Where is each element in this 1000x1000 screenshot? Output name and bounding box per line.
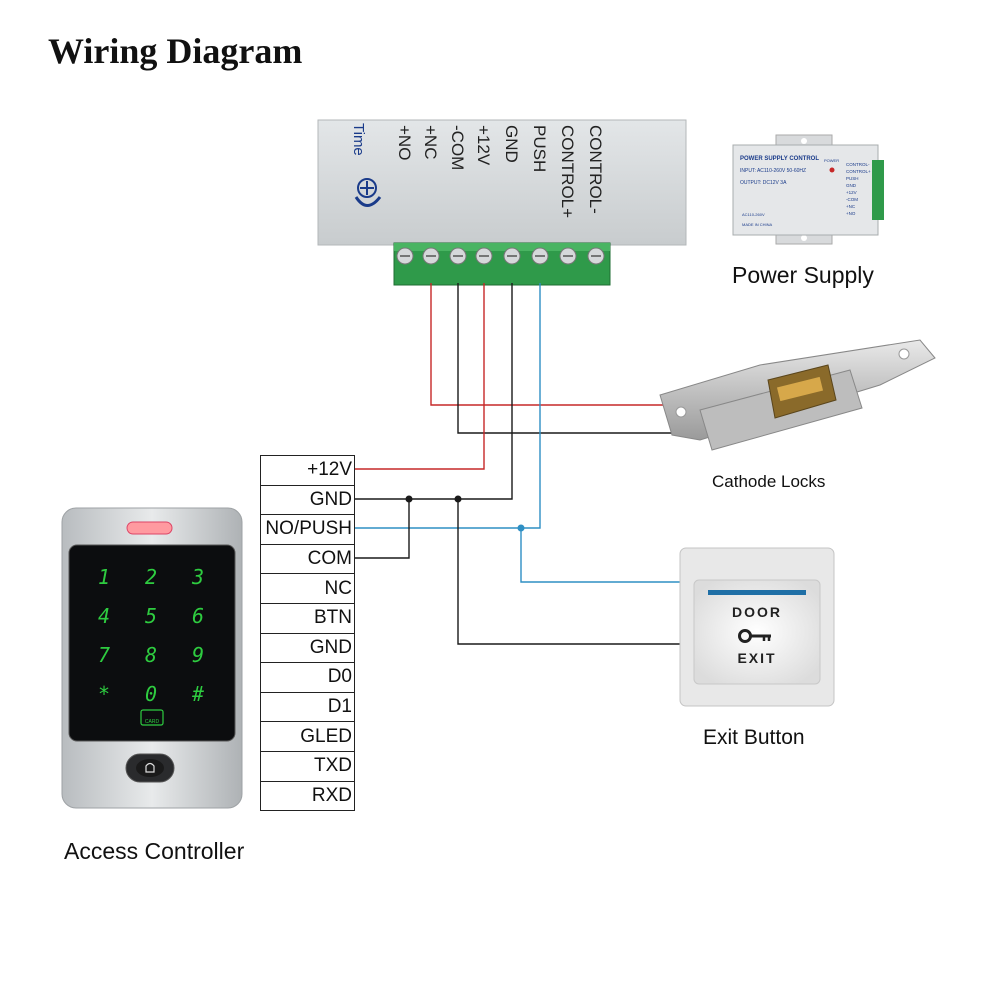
terminal-row: NO/PUSH <box>260 514 355 545</box>
wire-ps-nc-to-lock <box>430 283 665 406</box>
exit-button[interactable]: DOOR EXIT <box>679 547 835 707</box>
ps-terminal-label: +NO <box>395 125 414 160</box>
terminal-row: GND <box>260 632 355 664</box>
terminal-row: GND <box>260 484 355 516</box>
thumb-terminal-label: +NO <box>846 211 856 216</box>
terminal-label: NO/PUSH <box>260 514 355 545</box>
keypad-key[interactable]: * <box>98 682 110 706</box>
exit-door-text: DOOR <box>732 604 782 620</box>
terminal-row: COM <box>260 543 355 575</box>
exit-button-caption: Exit Button <box>703 726 805 749</box>
cathode-lock-caption: Cathode Locks <box>712 472 826 491</box>
keypad-key[interactable]: 8 <box>145 643 157 667</box>
access-controller-caption: Access Controller <box>64 838 245 864</box>
terminal-label: +12V <box>260 455 355 486</box>
wire-junctions <box>405 495 525 532</box>
power-supply-caption: Power Supply <box>732 262 874 288</box>
keypad-key[interactable]: 2 <box>145 565 157 589</box>
ps-terminal-label: GND <box>502 125 521 163</box>
terminal-label: TXD <box>260 750 355 782</box>
thumb-output: OUTPUT: DC12V 3A <box>740 180 787 186</box>
keypad-key[interactable]: 1 <box>98 565 110 589</box>
terminal-row: BTN <box>260 602 355 634</box>
keypad-key[interactable]: 6 <box>192 604 204 628</box>
wire-gnd-to-exit <box>457 499 682 645</box>
wire-ps-push-to-controller <box>355 283 541 529</box>
terminal-label: COM <box>260 543 355 575</box>
terminal-label: GND <box>260 484 355 516</box>
ps-time-label: Time <box>350 123 367 156</box>
keypad-key[interactable]: 5 <box>145 604 157 628</box>
thumb-terminal-label: CONTROL+ <box>846 169 871 174</box>
key-icon <box>738 629 771 643</box>
thumb-terminal-label: CONTROL- <box>846 162 870 167</box>
thumb-power: POWER <box>824 158 839 163</box>
terminal-label: NC <box>260 573 355 604</box>
terminal-row: +12V <box>260 455 355 486</box>
thumb-made-in: MADE IN CHINA <box>742 222 773 227</box>
terminal-label: BTN <box>260 602 355 634</box>
status-led <box>126 521 173 535</box>
keypad-key[interactable]: 4 <box>98 604 110 628</box>
access-controller-device: 1 2 3 4 5 6 7 8 9 * 0 # CARD <box>61 507 243 809</box>
adjust-knob-icon <box>354 178 382 207</box>
thumb-terminal-label: +12V <box>846 190 857 195</box>
power-supply-thumbnail: POWER SUPPLY CONTROL INPUT: AC110-260V 5… <box>732 134 884 245</box>
terminal-row: D0 <box>260 662 355 693</box>
ps-terminal-label: CONTROL+ <box>558 125 577 218</box>
power-supply-module: Time +NO +NC -COM +12V GND PUSH CONTROL+ CONTRO… <box>317 119 687 286</box>
ps-terminal-label: CONTROL- <box>586 125 605 214</box>
thumb-ac-label: AC110-260V <box>742 212 765 217</box>
ps-terminal-label: -COM <box>448 125 467 170</box>
cathode-lock <box>659 339 936 451</box>
terminal-row: RXD <box>260 780 355 812</box>
keypad-key[interactable]: 7 <box>98 643 110 667</box>
exit-exit-text: EXIT <box>737 650 776 666</box>
thumb-terminal-label: PUSH <box>846 176 859 181</box>
wire-ps-12v-to-controller <box>355 283 485 470</box>
doorbell-button[interactable] <box>125 753 175 783</box>
wires <box>355 283 682 645</box>
card-label: CARD <box>145 719 160 725</box>
ps-terminal-label: PUSH <box>530 125 549 172</box>
wire-ps-com-to-lock <box>457 283 675 434</box>
wire-com-to-gnd <box>355 499 410 559</box>
terminal-label: GND <box>260 632 355 664</box>
bell-icon <box>145 762 155 773</box>
thumb-terminal-label: GND <box>846 183 857 188</box>
keypad-key[interactable]: 9 <box>192 643 204 667</box>
terminal-label: GLED <box>260 721 355 752</box>
terminal-row: TXD <box>260 750 355 782</box>
page-title: Wiring Diagram <box>48 31 303 71</box>
keypad-key[interactable]: # <box>191 682 205 706</box>
terminal-row: NC <box>260 573 355 604</box>
terminal-row: D1 <box>260 691 355 723</box>
wire-push-to-exit <box>520 528 682 583</box>
thumb-led-icon <box>829 167 835 173</box>
terminal-label: RXD <box>260 780 355 812</box>
terminal-row: GLED <box>260 721 355 752</box>
thumb-terminal-label: -COM <box>846 197 858 202</box>
keypad-key[interactable]: 3 <box>191 565 204 589</box>
card-reader-icon: CARD <box>140 709 164 726</box>
thumb-terminal-label: +NC <box>846 204 856 209</box>
ps-terminal-label: +12V <box>474 125 493 166</box>
thumb-header: POWER SUPPLY CONTROL <box>740 156 819 162</box>
terminal-label: D1 <box>260 691 355 723</box>
wire-ps-gnd-to-controller <box>355 283 513 500</box>
ps-terminal-label: +NC <box>421 125 440 159</box>
keypad-key[interactable]: 0 <box>145 682 157 706</box>
thumb-input: INPUT: AC110-260V 50-60HZ <box>740 168 806 174</box>
terminal-label: D0 <box>260 662 355 693</box>
